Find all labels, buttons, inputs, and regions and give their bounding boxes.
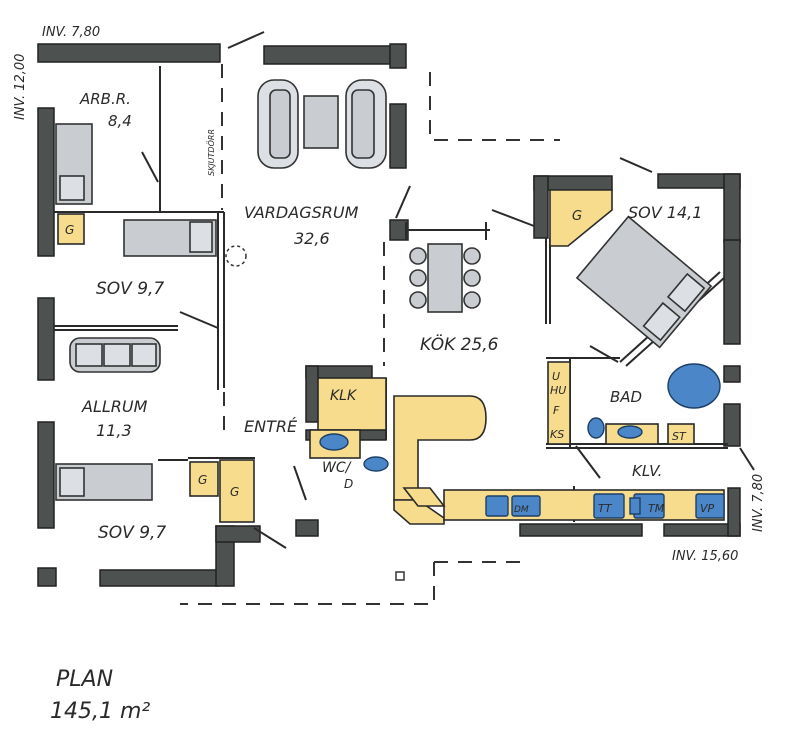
fixture-g-sov3: G: [572, 209, 582, 224]
fixture-u: U: [552, 370, 560, 383]
dimension-right: INV. 7,80: [751, 474, 766, 532]
fixture-st: ST: [672, 430, 687, 443]
fixture-ks: KS: [550, 428, 564, 441]
room-kok: KÖK 25,6: [420, 333, 499, 355]
room-allrum-name: ALLRUM: [81, 397, 148, 416]
plan-area: 145,1 m²: [50, 699, 150, 724]
fixture-f: F: [553, 404, 560, 417]
room-sov1: SOV 9,7: [96, 279, 164, 299]
fixture-g-sov2b: G: [230, 485, 239, 499]
walls: [37, 43, 741, 587]
fixture-hu: HU: [550, 384, 566, 397]
room-wc: WC/: [322, 460, 352, 476]
fixture-tt: TT: [598, 502, 613, 515]
room-d: D: [344, 477, 353, 491]
room-entre: ENTRÉ: [244, 417, 298, 436]
appliances: [319, 363, 725, 519]
fixture-skjutdorr: SKJUTDÖRR: [206, 129, 216, 176]
dimension-bottom: INV. 15,60: [672, 549, 738, 564]
plan-title: PLAN: [56, 667, 113, 692]
dimension-top: INV. 7,80: [42, 25, 100, 40]
room-sov2: SOV 9,7: [98, 523, 166, 543]
room-klk: KLK: [330, 388, 358, 404]
fixture-dm: DM: [514, 505, 529, 515]
fixture-g-arbr: G: [65, 223, 74, 237]
room-arbr-name: ARB.R.: [79, 90, 131, 108]
fixture-g-sov2a: G: [198, 473, 207, 487]
room-bad: BAD: [610, 388, 642, 406]
fixture-vp: VP: [700, 502, 715, 515]
room-arbr-area: 8,4: [108, 112, 132, 130]
room-klv: KLV.: [632, 462, 662, 480]
cabinets: [57, 189, 725, 525]
room-allrum-area: 11,3: [96, 421, 132, 440]
dimension-left: INV. 12,00: [13, 54, 28, 120]
room-sov3: SOV 14,1: [628, 203, 702, 222]
room-vardagsrum-name: VARDAGSRUM: [244, 203, 359, 222]
dashed-outlines: [180, 64, 560, 605]
furniture: [55, 79, 713, 581]
fixture-tm: TM: [648, 502, 665, 515]
room-vardagsrum-area: 32,6: [294, 229, 330, 248]
